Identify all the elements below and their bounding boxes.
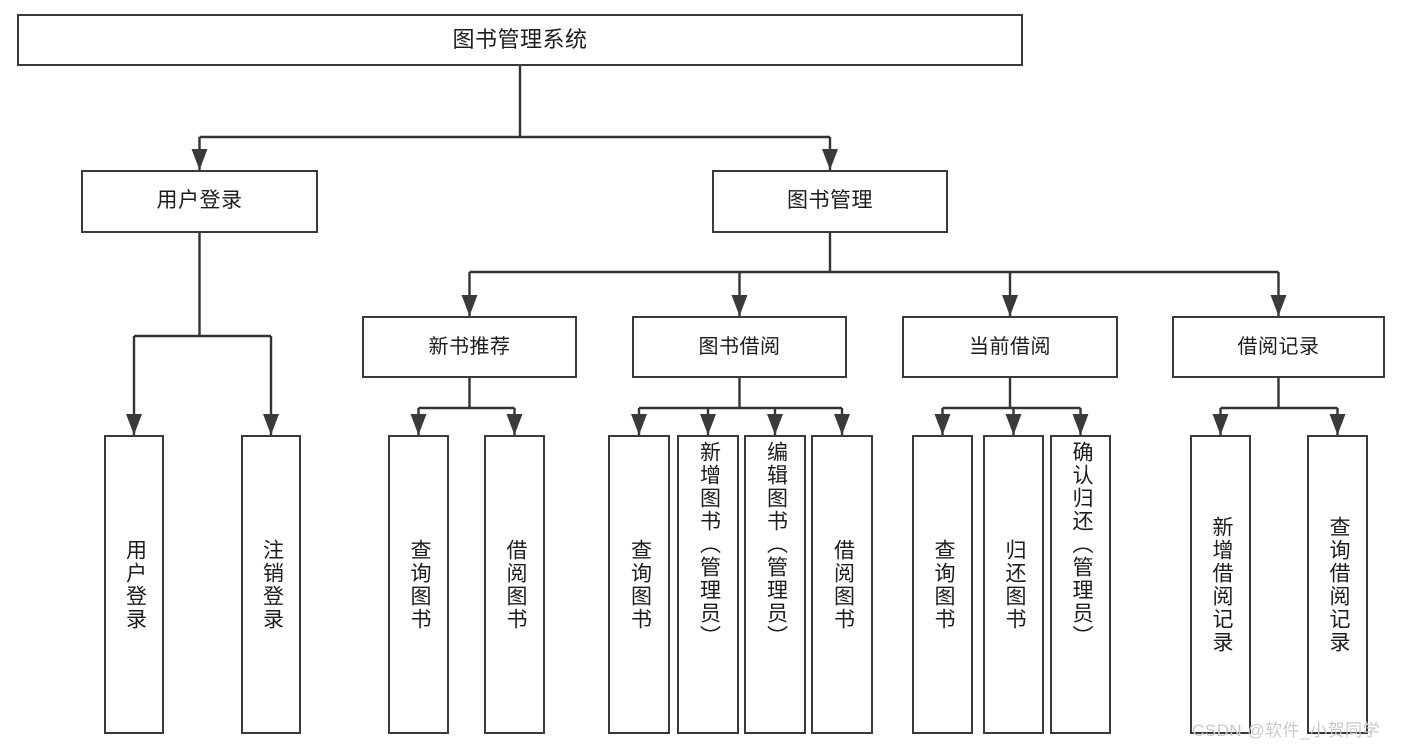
node-leaf-user-login[interactable]: 用户登录 [104, 435, 164, 734]
node-label-leaf-confirm-return: 确认归还（管理员） [1069, 441, 1093, 648]
node-label-root: 图书管理系统 [452, 27, 588, 53]
csdn-watermark: CSDN @软件_小贺同学 [1192, 721, 1381, 740]
node-root[interactable]: 图书管理系统 [17, 14, 1023, 66]
node-label-leaf-edit-book: 编辑图书（管理员） [764, 441, 788, 648]
node-leaf-query-book-3[interactable]: 查询图书 [912, 435, 973, 734]
node-leaf-query-record[interactable]: 查询借阅记录 [1307, 435, 1368, 734]
node-leaf-user-logout[interactable]: 注销登录 [241, 435, 301, 734]
node-leaf-query-book-1[interactable]: 查询图书 [388, 435, 449, 734]
node-label-leaf-return-book: 归还图书 [1002, 538, 1026, 631]
node-label-leaf-query-book-3: 查询图书 [931, 538, 955, 631]
node-leaf-borrow-book-1[interactable]: 借阅图书 [484, 435, 545, 734]
node-label-user-login: 用户登录 [156, 189, 243, 213]
node-book-manage[interactable]: 图书管理 [712, 170, 948, 233]
node-label-leaf-borrow-book-1: 借阅图书 [503, 538, 527, 631]
node-label-new-book-recommend: 新书推荐 [428, 335, 511, 358]
node-label-leaf-user-login: 用户登录 [123, 538, 147, 631]
node-label-leaf-query-record: 查询借阅记录 [1326, 515, 1350, 654]
node-label-leaf-user-logout: 注销登录 [260, 538, 284, 631]
node-leaf-confirm-return[interactable]: 确认归还（管理员） [1050, 435, 1111, 734]
node-label-leaf-query-book-1: 查询图书 [407, 538, 431, 631]
node-label-leaf-add-book: 新增图书（管理员） [697, 441, 721, 648]
node-leaf-query-book-2[interactable]: 查询图书 [608, 435, 670, 734]
node-label-current-borrow: 当前借阅 [969, 335, 1051, 358]
node-label-book-borrow: 图书借阅 [698, 335, 781, 358]
node-label-book-manage: 图书管理 [787, 189, 873, 213]
node-leaf-add-book[interactable]: 新增图书（管理员） [677, 435, 739, 734]
node-label-leaf-add-record: 新增借阅记录 [1209, 515, 1233, 654]
node-label-borrow-record: 借阅记录 [1237, 335, 1320, 358]
node-leaf-edit-book[interactable]: 编辑图书（管理员） [744, 435, 806, 734]
node-label-leaf-query-book-2: 查询图书 [628, 538, 652, 631]
node-leaf-add-record[interactable]: 新增借阅记录 [1190, 435, 1251, 734]
node-current-borrow[interactable]: 当前借阅 [902, 316, 1118, 378]
node-leaf-borrow-book-2[interactable]: 借阅图书 [811, 435, 873, 734]
node-user-login[interactable]: 用户登录 [81, 170, 318, 233]
node-book-borrow[interactable]: 图书借阅 [632, 316, 847, 378]
node-borrow-record[interactable]: 借阅记录 [1172, 316, 1385, 378]
node-new-book-recommend[interactable]: 新书推荐 [362, 316, 577, 378]
node-label-leaf-borrow-book-2: 借阅图书 [831, 538, 855, 631]
node-leaf-return-book[interactable]: 归还图书 [983, 435, 1044, 734]
